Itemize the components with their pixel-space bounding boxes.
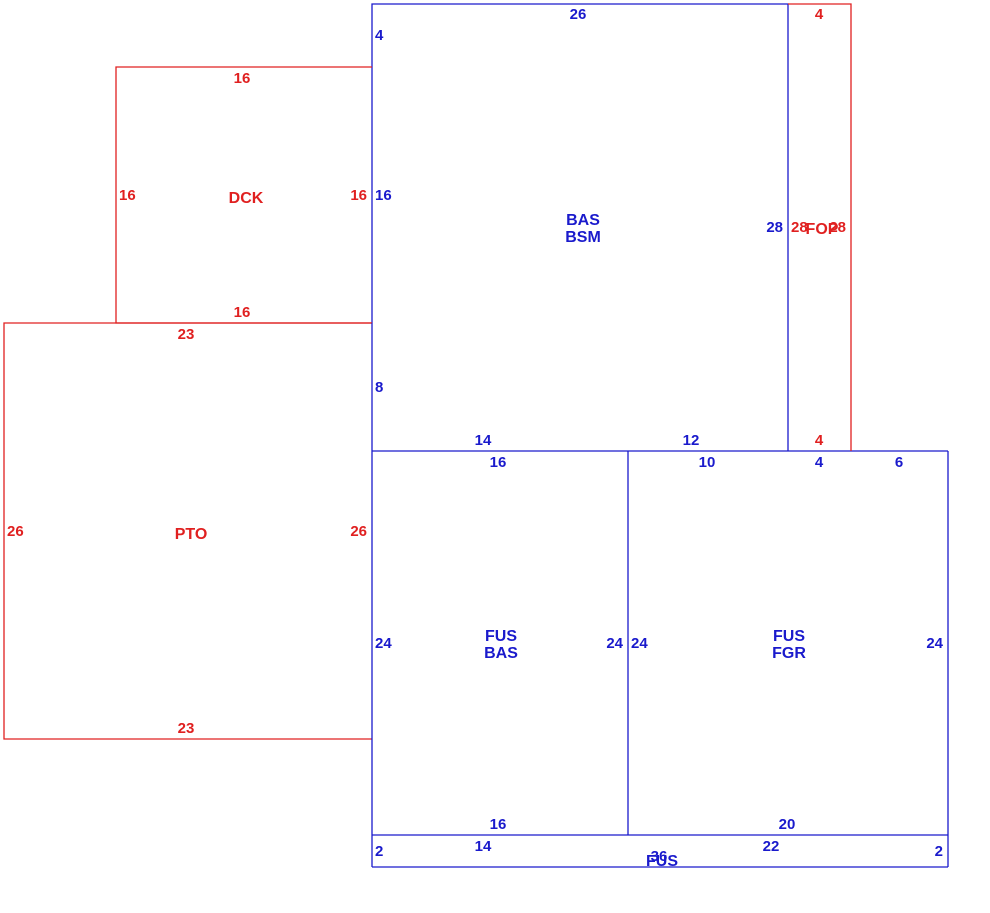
dim-bas-left-top: 4 — [375, 27, 384, 44]
dim-dck-bottom: 16 — [234, 304, 251, 321]
dim-bas-bottom-left: 14 — [475, 432, 492, 449]
dim-pto-left: 26 — [7, 523, 24, 540]
bas-bsm-label-2: BSM — [565, 229, 601, 246]
fop-label: FOP — [806, 221, 839, 238]
fus-fgr-label-1: FUS — [773, 628, 805, 645]
dim-fop-bottom: 4 — [815, 432, 824, 449]
pto-outline — [3, 322, 372, 740]
dim-fusbas-bottom: 16 — [490, 816, 507, 833]
dck-label: DCK — [229, 190, 264, 207]
bas-bsm-outline — [371, 3, 789, 451]
bas-bsm-label-1: BAS — [566, 212, 600, 229]
dim-fusfgr-top-a: 10 — [699, 454, 716, 471]
dim-dck-left: 16 — [119, 187, 136, 204]
fop-outline — [788, 3, 852, 451]
dim-fusbas-right: 24 — [606, 635, 623, 652]
fus-strip-label: FUS — [646, 853, 678, 870]
dim-fusfgr-top-b: 4 — [815, 454, 824, 471]
dim-fop-right: 28 — [829, 219, 846, 236]
dim-fusbas-left: 24 — [375, 635, 392, 652]
dim-strip-bottom: 36 — [651, 848, 668, 865]
dim-bas-right: 28 — [766, 219, 783, 236]
pto-label: PTO — [175, 526, 208, 543]
fus-bas-label-1: FUS — [485, 628, 517, 645]
dim-strip-right: 2 — [935, 843, 943, 860]
dim-pto-right: 26 — [350, 523, 367, 540]
dim-dck-right: 16 — [350, 187, 367, 204]
dim-pto-bottom: 23 — [178, 720, 195, 737]
dim-fusfgr-top-c: 6 — [895, 454, 903, 471]
dim-strip-top-a: 14 — [475, 838, 492, 855]
fus-bas-label-2: BAS — [484, 645, 518, 662]
fus-fgr-label-2: FGR — [772, 645, 806, 662]
dim-bas-top: 26 — [570, 6, 587, 23]
dim-fop-top: 4 — [815, 6, 824, 23]
dim-fusbas-top: 16 — [490, 454, 507, 471]
dim-fusfgr-right: 24 — [926, 635, 943, 652]
dim-fusfgr-bottom: 20 — [779, 816, 796, 833]
dim-dck-top: 16 — [234, 70, 251, 87]
dim-bas-left-mid: 16 — [375, 187, 392, 204]
dim-strip-left: 2 — [375, 843, 383, 860]
dim-bas-bottom-right: 12 — [683, 432, 700, 449]
dim-fop-left: 28 — [791, 219, 808, 236]
dim-pto-top: 23 — [178, 326, 195, 343]
dim-fusfgr-left: 24 — [631, 635, 648, 652]
dim-bas-left-low: 8 — [375, 379, 383, 396]
dim-strip-top-b: 22 — [763, 838, 780, 855]
